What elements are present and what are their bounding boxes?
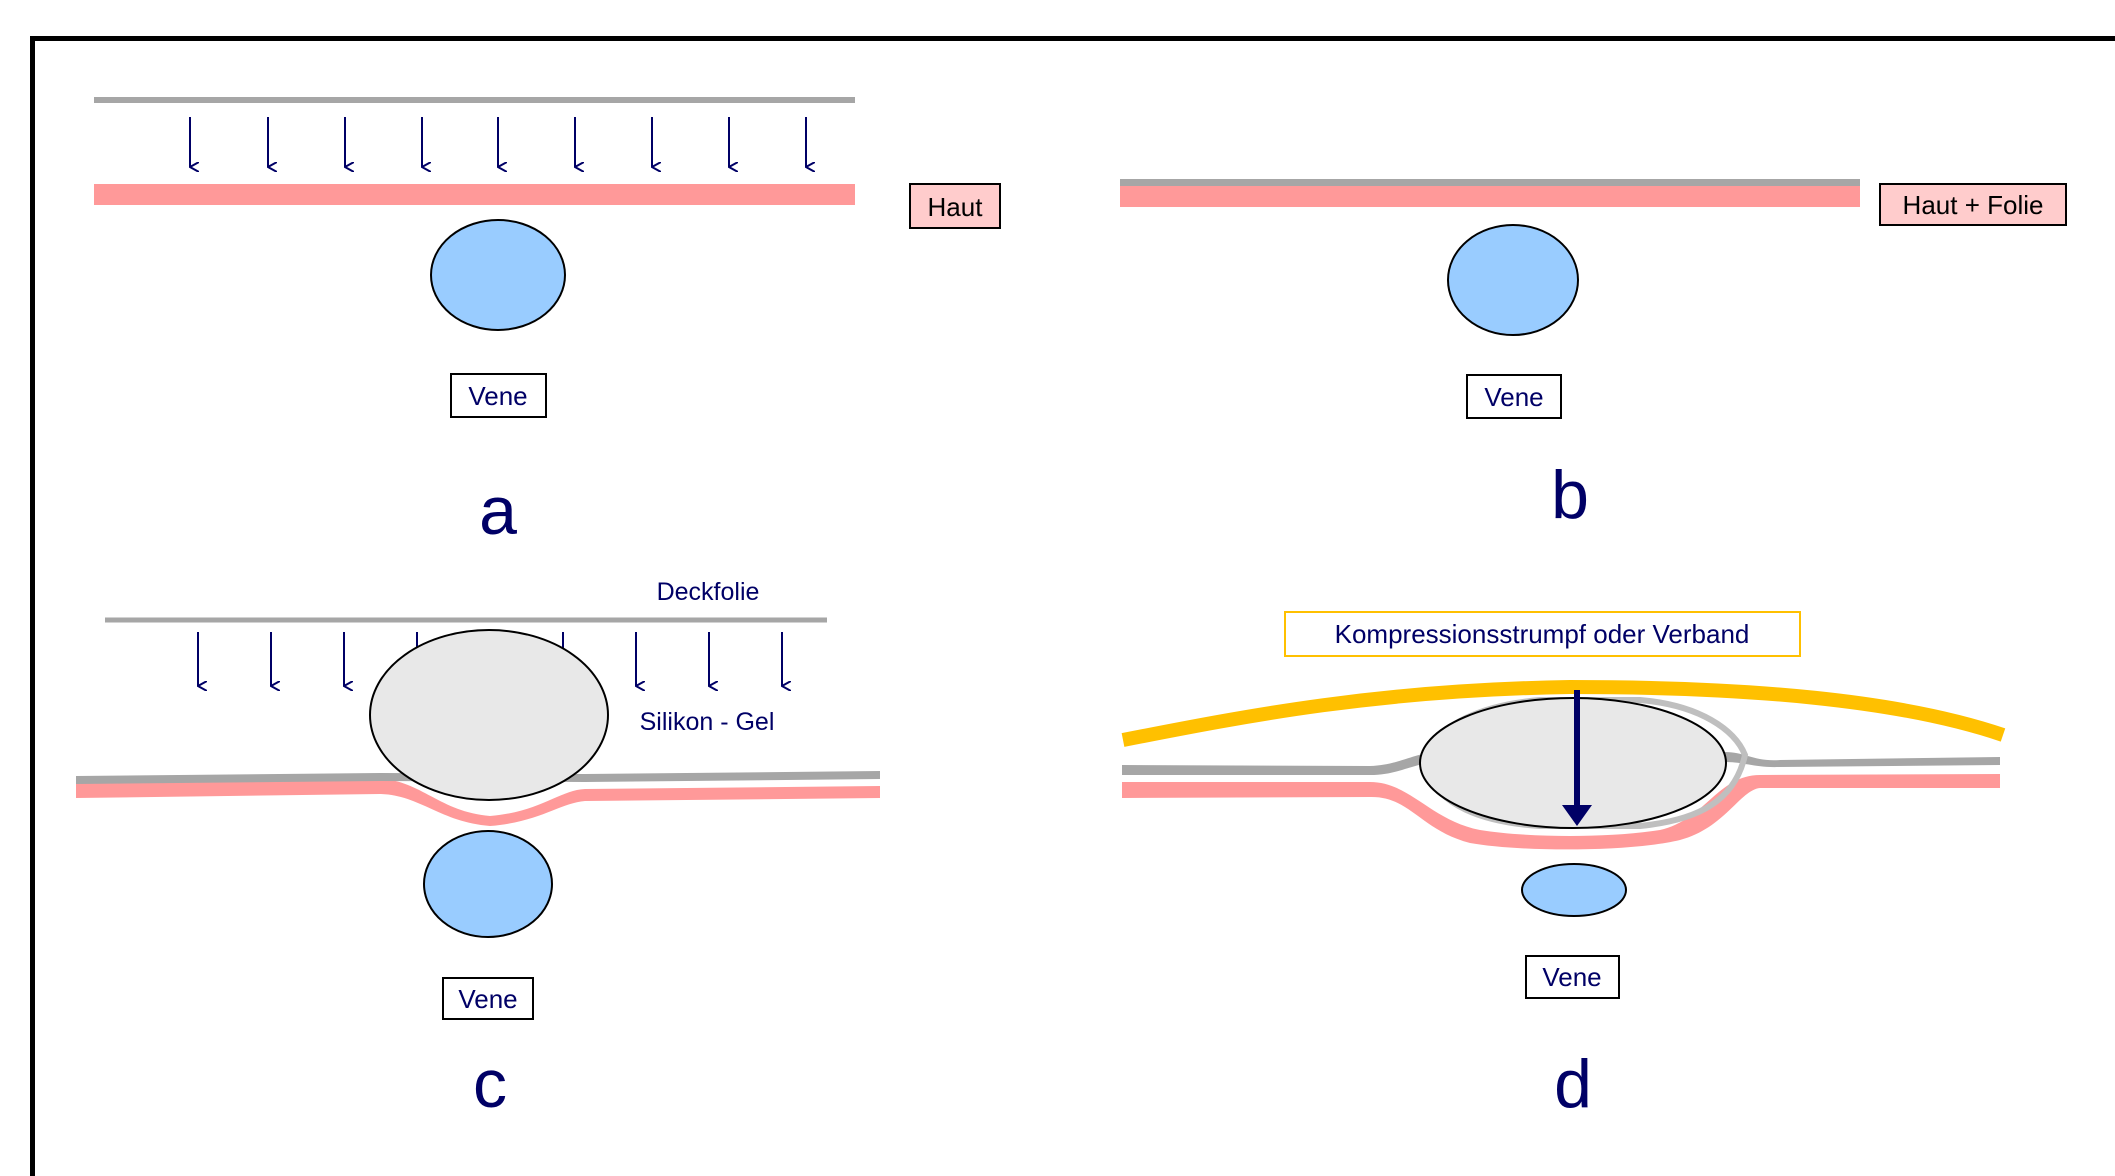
skin-layer (1122, 774, 2000, 850)
panel-b: Haut + Folie Vene b (1120, 179, 2067, 533)
skin-layer (1120, 183, 1860, 207)
stocking-label: Kompressionsstrumpf oder Verband (1335, 619, 1750, 649)
skin-layer (94, 184, 855, 205)
vein (423, 830, 553, 938)
compression-arrowhead (1562, 805, 1592, 826)
panel-letter: a (479, 473, 517, 549)
silicone-gel-pad (369, 629, 609, 801)
panel-a: Haut Vene a (94, 97, 1001, 549)
vein (1447, 224, 1579, 336)
vein-label-box (442, 977, 534, 1020)
diagram-frame (30, 36, 2115, 1176)
film-layer (1122, 752, 2000, 775)
vein-label-box (1466, 374, 1562, 419)
film-layer (1120, 179, 1860, 186)
vein-label: Vene (468, 381, 527, 411)
stocking-label-box (1284, 611, 1801, 657)
skin-layer (76, 779, 880, 826)
vein-label-box (450, 373, 547, 418)
panel-letter: c (473, 1046, 507, 1122)
silicone-gel-pad (1419, 697, 1727, 829)
vein (430, 219, 566, 331)
vein-label: Vene (1542, 962, 1601, 992)
panel-letter: b (1551, 457, 1589, 533)
skin-label-box (909, 183, 1001, 229)
skin-label-box (1879, 183, 2067, 226)
panel-c: Deckfolie Silikon - Gel Vene c (76, 578, 880, 1122)
skin-label: Haut + Folie (1903, 190, 2044, 220)
panel-d: Kompressionsstrumpf oder Verband Vene d (1121, 611, 2006, 1122)
skin-label: Haut (928, 192, 984, 222)
vein (1521, 863, 1627, 917)
compression-diagram: Haut Vene a Haut + Folie Vene b Deckfoli… (76, 97, 2067, 1122)
pressure-arrows (189, 117, 806, 167)
panel-letter: d (1554, 1046, 1592, 1122)
vein-label: Vene (458, 984, 517, 1014)
vein-label: Vene (1484, 382, 1543, 412)
vein-label-box (1525, 955, 1620, 999)
film-label: Deckfolie (657, 578, 760, 606)
compression-stocking (1121, 679, 2006, 747)
gel-label: Silikon - Gel (640, 708, 775, 736)
